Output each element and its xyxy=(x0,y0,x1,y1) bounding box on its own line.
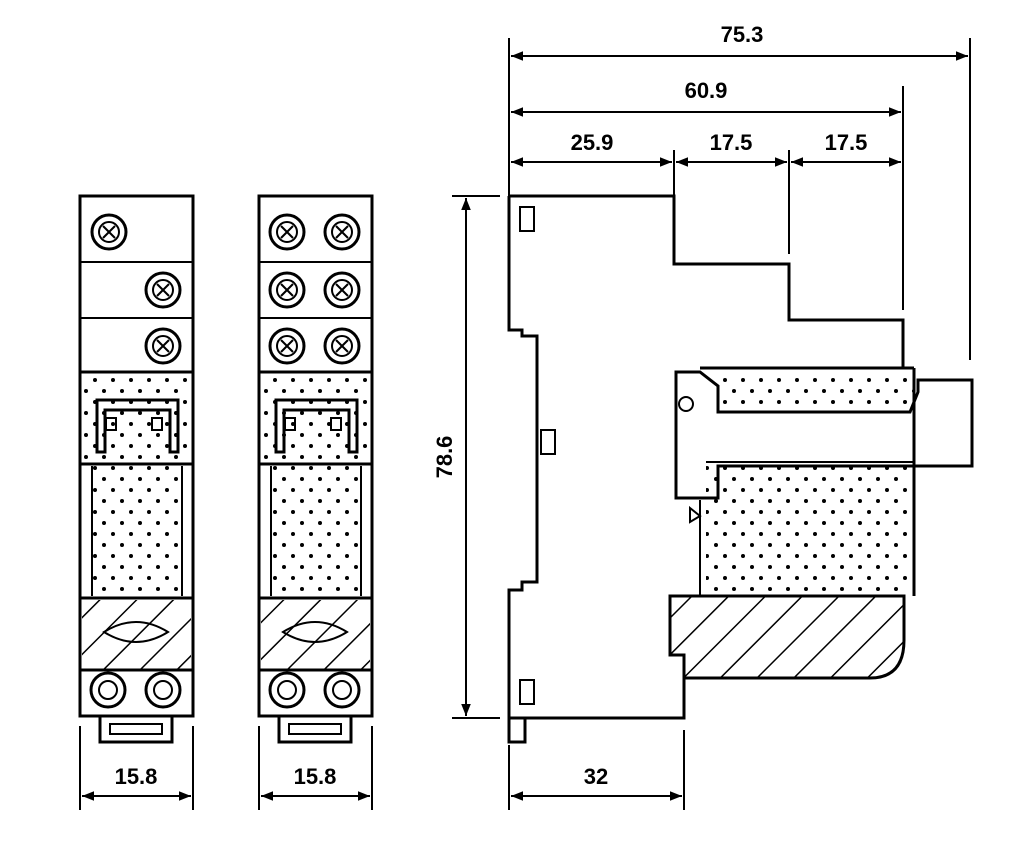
screw-terminal-icon xyxy=(323,327,361,365)
screw-terminal-icon xyxy=(90,213,128,251)
screw-terminal-icon xyxy=(268,213,306,251)
dim-depth-to-step: 60.9 xyxy=(685,78,728,103)
retaining-clip xyxy=(274,398,359,454)
screw-terminal-icon xyxy=(268,271,306,309)
dimension-lines: 75.3 60.9 25.9 17.5 17.5 78.6 32 15.8 15… xyxy=(79,22,971,810)
screw-terminal-icon xyxy=(144,271,182,309)
dim-step-2: 17.5 xyxy=(825,130,868,155)
din-rail-foot xyxy=(507,716,527,744)
ejector-hatched-side xyxy=(668,594,906,680)
relay-body-dotted-side xyxy=(706,462,912,592)
screw-terminal-icon xyxy=(323,271,361,309)
dim-front-depth: 25.9 xyxy=(571,130,614,155)
clip-pivot-icon xyxy=(678,396,694,412)
front-view-double-pole xyxy=(257,194,374,744)
side-view xyxy=(507,194,974,744)
relay-top-dotted xyxy=(82,374,191,464)
dim-step-1: 17.5 xyxy=(710,130,753,155)
retaining-clip xyxy=(95,398,180,454)
relay-body-dotted xyxy=(92,466,182,594)
screw-terminal-icon xyxy=(144,671,182,709)
dim-height: 78.6 xyxy=(432,436,457,479)
screw-terminal-icon xyxy=(144,327,182,365)
front-view-single-pole xyxy=(78,194,195,744)
screw-terminal-icon xyxy=(323,671,361,709)
dim-width-double-pole: 15.8 xyxy=(294,764,337,789)
din-release-tab xyxy=(98,714,174,744)
ejector-hatched xyxy=(261,600,370,670)
screw-terminal-icon xyxy=(323,213,361,251)
ejector-hatched xyxy=(82,600,191,670)
dim-base-depth: 32 xyxy=(584,764,608,789)
retaining-clip-side xyxy=(674,370,974,500)
din-release-tab xyxy=(277,714,353,744)
screw-terminal-icon xyxy=(268,671,306,709)
dim-total-depth: 75.3 xyxy=(721,22,764,47)
arrow-marker-icon xyxy=(689,505,702,524)
relay-top-dotted xyxy=(261,374,370,464)
screw-terminal-icon xyxy=(268,327,306,365)
relay-body-dotted xyxy=(271,466,361,594)
screw-terminal-icon xyxy=(89,671,127,709)
dim-width-single-pole: 15.8 xyxy=(115,764,158,789)
relay-top-dotted-side xyxy=(718,372,914,410)
